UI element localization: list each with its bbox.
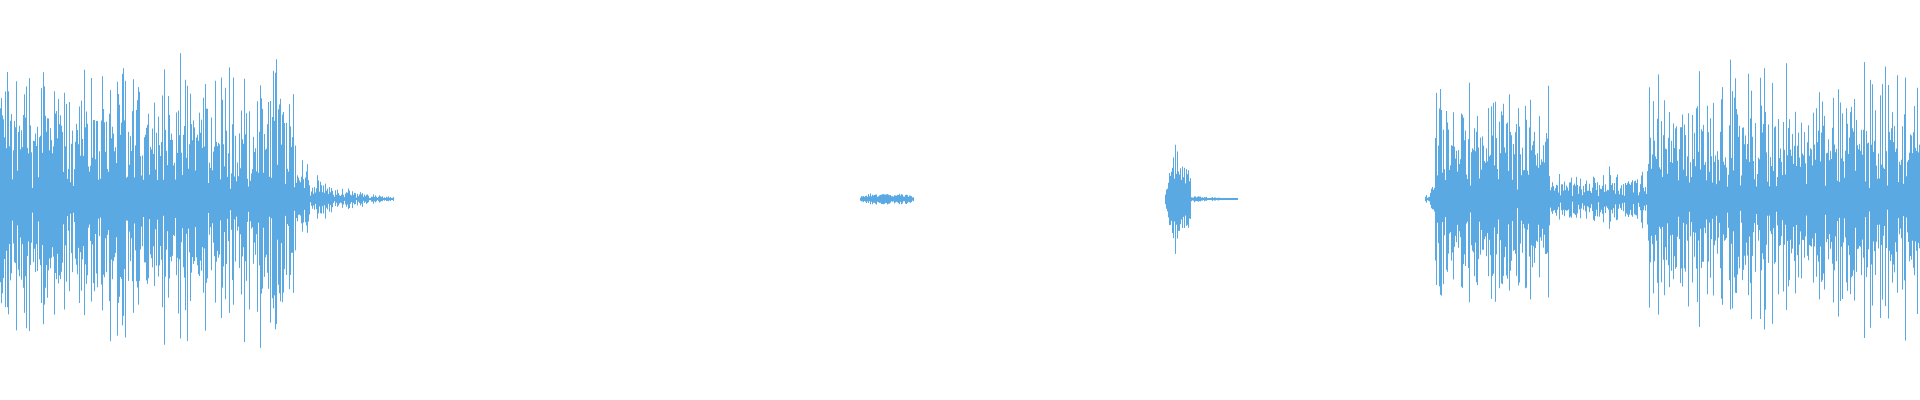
waveform-clip-3 <box>1165 144 1238 254</box>
waveform-segment-core <box>860 198 914 200</box>
waveform-clip-4 <box>1425 59 1920 341</box>
waveform-segment-core <box>1425 198 1920 200</box>
waveform-segment-core <box>1165 198 1238 200</box>
waveform-clip-1 <box>0 53 394 348</box>
waveform-clip-2 <box>860 193 914 205</box>
waveform-segment-core <box>0 198 394 200</box>
waveform-bars <box>0 53 1920 348</box>
